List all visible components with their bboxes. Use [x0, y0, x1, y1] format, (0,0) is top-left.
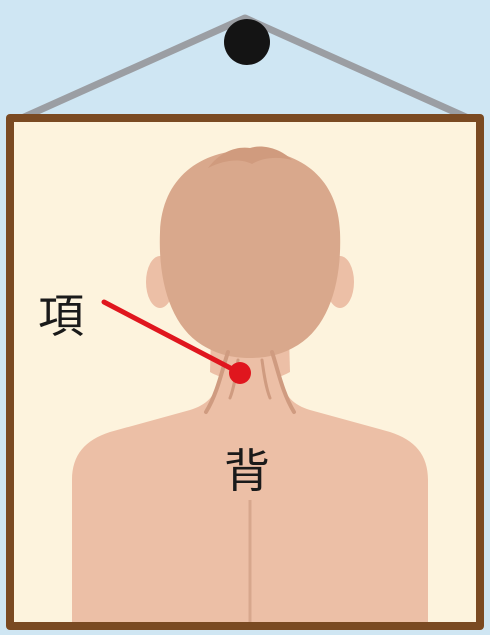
- nape-label: 項: [38, 289, 84, 343]
- nail-icon: [224, 19, 270, 65]
- back-label: 背: [224, 444, 270, 498]
- head: [160, 150, 340, 358]
- nape-point-marker: [229, 362, 251, 384]
